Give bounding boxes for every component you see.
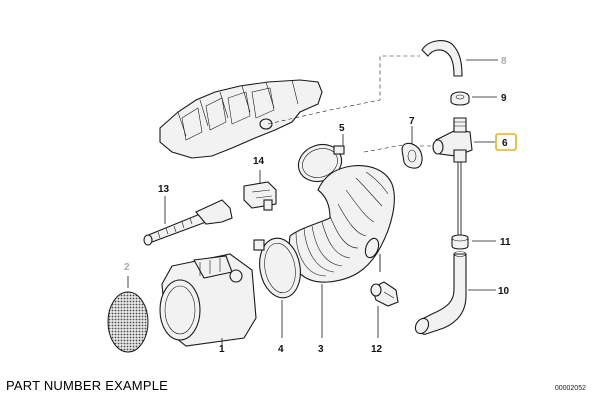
- callout-3: 3: [318, 344, 324, 355]
- callout-13: 13: [158, 184, 170, 195]
- part-8-hose: [421, 40, 498, 77]
- part-6-connector: [432, 117, 495, 163]
- part-10-hose: [414, 251, 496, 335]
- part-2-mesh-filter: [107, 276, 149, 353]
- part-4-clamp: [253, 237, 301, 338]
- callout-6-highlight: [495, 133, 517, 151]
- callout-14: 14: [253, 156, 265, 167]
- part-1-air-flow-meter: [159, 253, 257, 347]
- part-3-bellows-hose: [288, 165, 395, 338]
- part-14-sensor: [243, 170, 277, 211]
- callout-4: 4: [278, 344, 284, 355]
- part-12-fitting: [370, 281, 399, 338]
- callout-2: 2: [124, 262, 130, 273]
- callout-11: 11: [500, 237, 511, 248]
- intake-manifold: [159, 79, 323, 159]
- callout-8: 8: [501, 56, 507, 67]
- callout-6: 6: [502, 138, 508, 149]
- callout-1: 1: [219, 344, 225, 355]
- routing-lines: [267, 55, 462, 238]
- diagram-caption: PART NUMBER EXAMPLE: [6, 378, 169, 393]
- callout-labels: 1 2 3 4 5 6 7 8 9 10 11 12 13 14: [124, 56, 517, 355]
- part-11-clip: [451, 234, 496, 250]
- callout-9: 9: [501, 93, 507, 104]
- callout-5: 5: [339, 123, 345, 134]
- callout-10: 10: [498, 286, 510, 297]
- drawing-code: 00002052: [554, 385, 586, 392]
- callout-12: 12: [371, 344, 383, 355]
- part-9-cap: [450, 91, 497, 106]
- part-13-stud: [143, 196, 233, 246]
- callout-7: 7: [409, 116, 415, 127]
- part-7-grommet: [401, 126, 423, 169]
